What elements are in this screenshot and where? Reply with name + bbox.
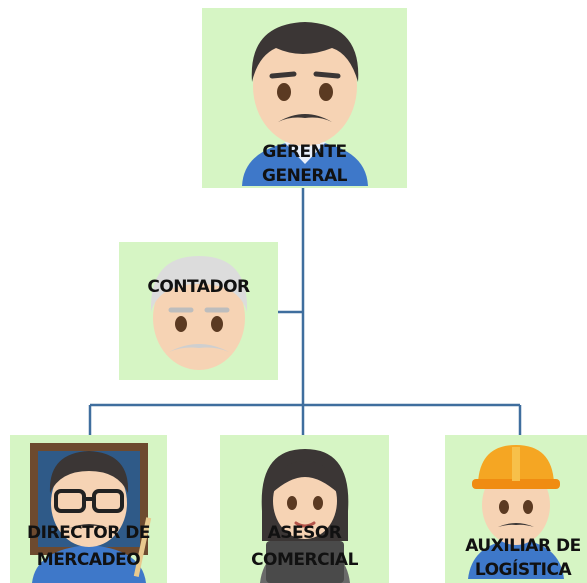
label-asesor-line2: COMERCIAL [251,550,358,570]
label-contador: CONTADOR [147,277,250,297]
label-asesor-line1: ASESOR [267,523,342,543]
label-director-line1: DIRECTOR DE [27,523,150,543]
man-mustache-emoji-icon [242,22,368,186]
label-gerente-line2: GENERAL [262,166,348,186]
construction-worker-emoji-icon [468,445,564,579]
old-man-emoji-icon [150,256,248,370]
teacher-emoji-icon [30,443,152,583]
label-auxiliar-line1: AUXILIAR DE [465,536,581,556]
label-gerente-line1: GERENTE [262,142,347,162]
woman-laptop-emoji-icon [260,449,350,583]
label-auxiliar-line2: LOGÍSTICA [474,560,572,580]
label-director-line2: MERCADEO [36,550,141,570]
